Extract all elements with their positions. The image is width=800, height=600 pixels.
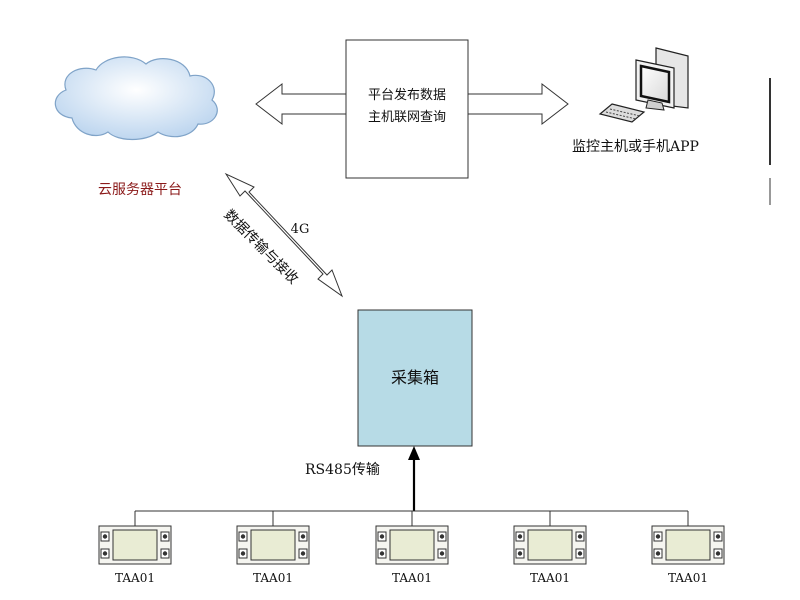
device-module: TAA01 — [98, 511, 172, 585]
device-module: TAA01 — [375, 511, 449, 585]
device-label: TAA01 — [392, 571, 432, 585]
diagonal-double-arrow — [224, 172, 344, 298]
terminal-screw — [102, 534, 108, 539]
platform-line-1: 平台发布数据 — [368, 87, 446, 103]
terminal-screw — [439, 534, 445, 539]
device-label: TAA01 — [253, 571, 293, 585]
cloud-label: 云服务器平台 — [98, 182, 182, 198]
computer-icon — [598, 47, 689, 123]
device-module: TAA01 — [236, 511, 310, 585]
device-module: TAA01 — [513, 511, 587, 585]
terminal-screw — [379, 534, 385, 539]
terminal-screw — [715, 551, 721, 556]
device-panel — [527, 529, 573, 561]
device-panel — [112, 529, 158, 561]
device-panel — [389, 529, 435, 561]
terminal-screw — [240, 534, 246, 539]
device-panel — [250, 529, 296, 561]
device-panel — [665, 529, 711, 561]
terminal-screw — [102, 551, 108, 556]
device-label: TAA01 — [530, 571, 570, 585]
terminal-screw — [715, 534, 721, 539]
device-label: TAA01 — [115, 571, 155, 585]
terminal-screw — [577, 551, 583, 556]
bus-up-arrowhead — [408, 446, 420, 460]
terminal-screw — [655, 534, 661, 539]
collector-label: 采集箱 — [391, 368, 439, 387]
platform-line-2: 主机联网查询 — [368, 110, 446, 125]
cloud-icon — [54, 56, 218, 141]
terminal-screw — [300, 551, 306, 556]
device-label: TAA01 — [668, 571, 708, 585]
link-protocol: 4G — [291, 222, 310, 237]
terminal-screw — [517, 551, 523, 556]
terminal-screw — [577, 534, 583, 539]
collector-box — [357, 309, 473, 447]
terminal-screw — [300, 534, 306, 539]
monitor-label: 监控主机或手机APP — [572, 139, 699, 155]
terminal-screw — [439, 551, 445, 556]
device-module: TAA01 — [651, 511, 725, 585]
devices-layer: TAA01 TAA01 TAA01 TAA01 TAA01 — [98, 511, 725, 585]
terminal-screw — [162, 534, 168, 539]
terminal-screw — [379, 551, 385, 556]
link-label: 数据传输与接收 — [221, 206, 302, 287]
bus-label: RS485传输 — [305, 462, 380, 478]
platform-box — [345, 39, 469, 179]
terminal-screw — [240, 551, 246, 556]
terminal-screw — [162, 551, 168, 556]
terminal-screw — [655, 551, 661, 556]
terminal-screw — [517, 534, 523, 539]
